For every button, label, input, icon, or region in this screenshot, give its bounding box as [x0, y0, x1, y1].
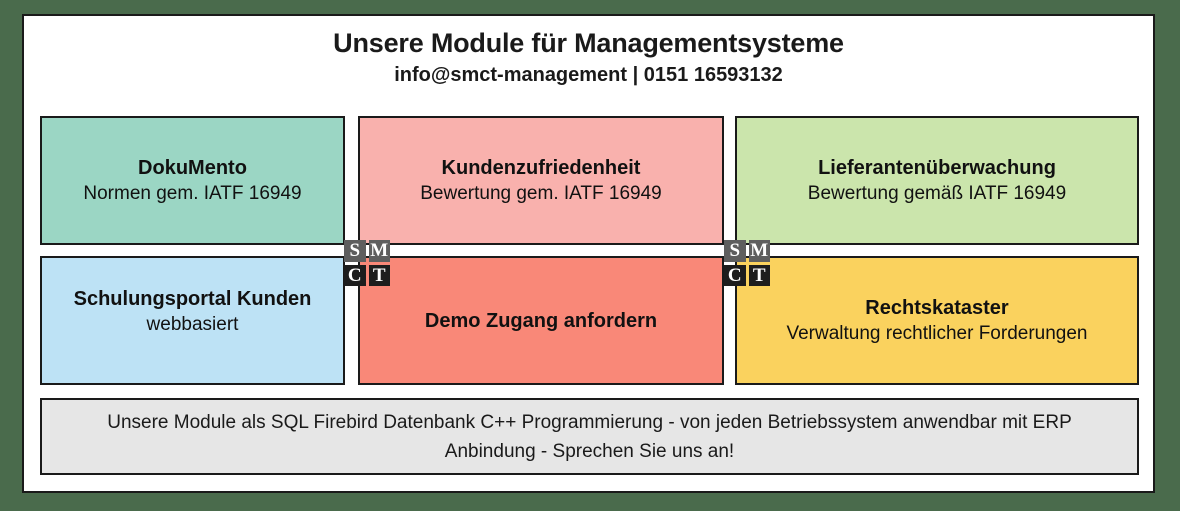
smct-tile-s: S [724, 240, 746, 262]
module-card-title: Rechtskataster [865, 296, 1009, 319]
module-card-lieferantenueberwachung[interactable]: Lieferantenüberwachung Bewertung gemäß I… [735, 116, 1139, 245]
smct-tile-c: C [724, 264, 746, 286]
module-card-title: DokuMento [138, 156, 247, 179]
module-card-subtitle: webbasiert [146, 314, 239, 335]
module-card-title: Demo Zugang anfordern [424, 309, 658, 332]
module-card-title: Schulungsportal Kunden [73, 288, 312, 310]
smct-tile-t: T [368, 264, 390, 286]
page-title: Unsere Module für Managementsysteme [333, 28, 844, 58]
poster-header: Unsere Module für Managementsysteme info… [24, 26, 1153, 88]
smct-logo-icon: S M C T [344, 240, 390, 286]
poster-panel: Unsere Module für Managementsysteme info… [22, 14, 1155, 493]
module-card-rechtskataster[interactable]: Rechtskataster Verwaltung rechtlicher Fo… [735, 256, 1139, 385]
module-card-subtitle: Bewertung gemäß IATF 16949 [807, 182, 1067, 204]
smct-tile-m: M [368, 240, 390, 262]
module-card-subtitle: Bewertung gem. IATF 16949 [420, 182, 662, 204]
footer-note-text: Unsere Module als SQL Firebird Datenbank… [107, 411, 1072, 462]
module-card-subtitle: Verwaltung rechtlicher Forderungen [786, 322, 1088, 344]
module-card-schulungsportal-kunden[interactable]: Schulungsportal Kunden webbasiert [40, 256, 345, 385]
smct-tile-s: S [344, 240, 366, 262]
module-card-demo-zugang[interactable]: Demo Zugang anfordern [358, 256, 724, 385]
module-card-title: Kundenzufriedenheit [441, 156, 641, 179]
module-card-title: Lieferantenüberwachung [818, 156, 1056, 179]
smct-tile-m: M [748, 240, 770, 262]
contact-line: info@smct-management | 0151 16593132 [394, 64, 783, 86]
module-card-dokumento[interactable]: DokuMento Normen gem. IATF 16949 [40, 116, 345, 245]
smct-tile-c: C [344, 264, 366, 286]
footer-note-box: Unsere Module als SQL Firebird Datenbank… [40, 398, 1139, 475]
module-card-subtitle: Normen gem. IATF 16949 [83, 182, 302, 204]
module-card-kundenzufriedenheit[interactable]: Kundenzufriedenheit Bewertung gem. IATF … [358, 116, 724, 245]
smct-logo-icon: S M C T [724, 240, 770, 286]
smct-tile-t: T [748, 264, 770, 286]
